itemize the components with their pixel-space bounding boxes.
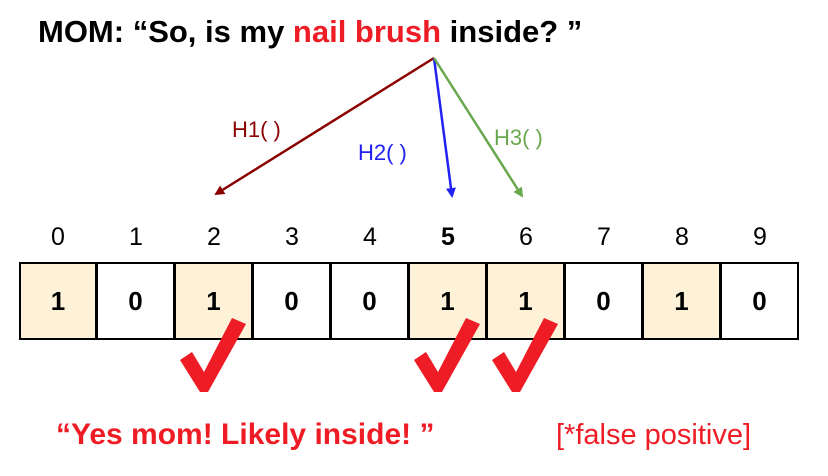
index-label: 3 [285, 223, 299, 251]
index-label: 0 [51, 223, 65, 251]
h3-arrow [432, 57, 524, 198]
h2-arrow [432, 57, 456, 198]
index-label: 6 [519, 223, 533, 251]
h1-arrow [214, 56, 435, 196]
title-prefix: MOM: “So, is my [38, 14, 293, 49]
bit-cell: 0 [97, 262, 175, 340]
index-label: 1 [129, 223, 143, 251]
bit-cell: 0 [721, 262, 799, 340]
index-label: 7 [597, 223, 611, 251]
bit-cell: 0 [331, 262, 409, 340]
check-mark-icon [180, 318, 246, 392]
page-title: MOM: “So, is my nail brush inside? ” [38, 14, 582, 50]
answer-text: “Yes mom! Likely inside! ” [56, 418, 435, 451]
bit-cell: 1 [487, 262, 565, 340]
bit-cell: 0 [565, 262, 643, 340]
bit-cell: 1 [19, 262, 97, 340]
false-positive-note: [*false positive] [556, 419, 752, 451]
bit-cell: 1 [409, 262, 487, 340]
title-highlight: nail brush [292, 14, 442, 49]
bit-cell: 1 [643, 262, 721, 340]
hash-label-h3: H3( ) [494, 125, 543, 150]
hash-label-h1: H1( ) [232, 117, 281, 142]
check-mark-icon [414, 318, 480, 392]
hash-label-h2: H2( ) [358, 140, 407, 165]
index-label: 4 [363, 223, 377, 251]
bit-cell: 0 [253, 262, 331, 340]
index-label: 9 [753, 223, 767, 251]
check-mark-icon [492, 318, 558, 392]
title-suffix: inside? ” [441, 14, 583, 49]
index-label: 2 [207, 223, 221, 251]
index-label: 8 [675, 223, 689, 251]
index-label: 5 [441, 223, 455, 251]
